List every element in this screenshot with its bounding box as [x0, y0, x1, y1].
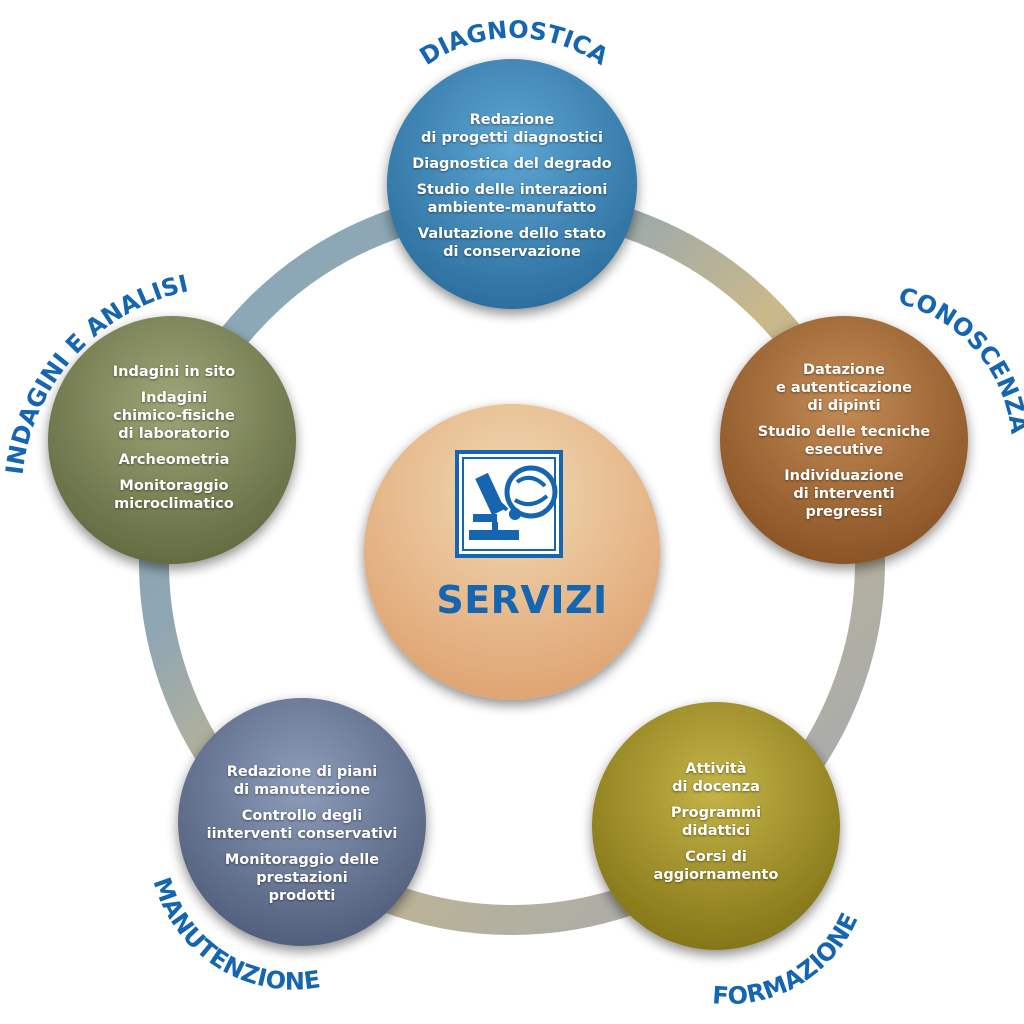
manutenzione-item: Monitoraggio delle prestazioni prodotti [224, 852, 380, 904]
manutenzione-item: Redazione di piani di manutenzione [226, 764, 378, 798]
diagnostica-item: Diagnostica del degrado [412, 156, 612, 172]
formazione-item: Attività di docenza [672, 761, 760, 795]
node-formazione [592, 702, 840, 950]
diagnostica-item: Valutazione dello stato di conservazione [417, 226, 607, 260]
indagini-item: Monitoraggio microclimatico [114, 478, 234, 512]
formazione-item: Corsi di aggiornamento [653, 849, 779, 883]
formazione-item: Programmi didattici [670, 805, 762, 839]
node-diagnostica [387, 59, 637, 309]
node-conoscenza [720, 316, 968, 564]
microscope-logo [455, 450, 563, 558]
indagini-items: Indagini in sito Indagini chimico-fisich… [60, 342, 288, 534]
indagini-item: Archeometria [118, 452, 230, 468]
diagnostica-items: Redazione di progetti diagnostici Diagno… [392, 100, 632, 272]
manutenzione-items: Redazione di piani di manutenzione Contr… [180, 744, 424, 924]
node-indagini [48, 316, 296, 564]
diagnostica-item: Studio delle interazioni ambiente-manufa… [416, 182, 608, 216]
indagini-item: Indagini chimico-fisiche di laboratorio [113, 390, 235, 442]
center-title: SERVIZI [436, 578, 608, 622]
formazione-items: Attività di docenza Programmi didattici … [602, 744, 830, 900]
diagnostica-item: Redazione di progetti diagnostici [421, 112, 603, 146]
conoscenza-item: Individuazione di interventi pregressi [784, 468, 904, 520]
conoscenza-item: Studio delle tecniche esecutive [757, 424, 931, 458]
node-manutenzione [178, 698, 426, 946]
conoscenza-item: Datazione e autenticazione di dipinti [776, 362, 912, 414]
indagini-item: Indagini in sito [112, 364, 236, 380]
conoscenza-items: Datazione e autenticazione di dipinti St… [730, 344, 958, 538]
manutenzione-item: Controllo degli iinterventi conservativi [206, 808, 398, 842]
